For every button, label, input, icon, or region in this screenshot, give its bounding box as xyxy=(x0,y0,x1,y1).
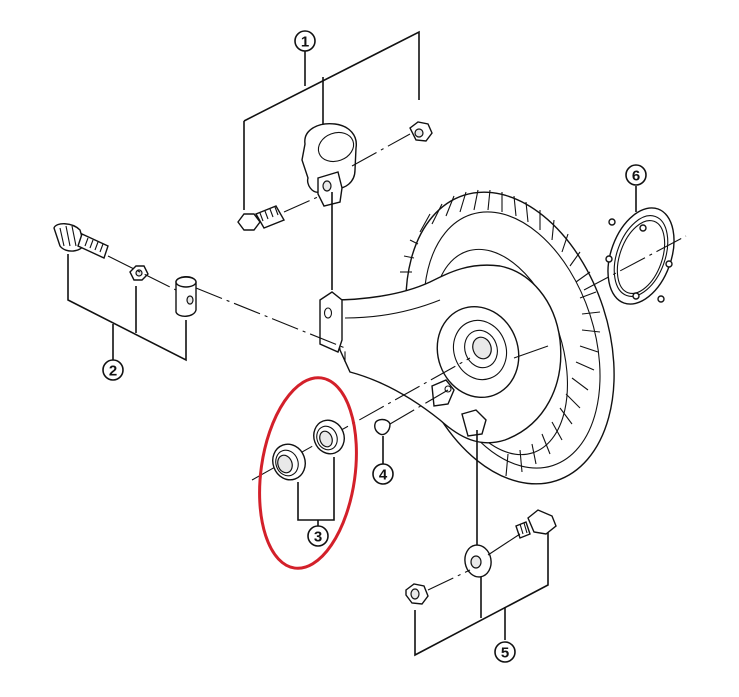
svg-text:6: 6 xyxy=(632,168,640,185)
callout-4[interactable]: 4 xyxy=(372,463,394,485)
seal-ring-left xyxy=(272,443,306,481)
svg-text:2: 2 xyxy=(109,363,117,380)
callout-2[interactable]: 2 xyxy=(102,359,124,381)
washer xyxy=(464,544,492,578)
cap xyxy=(374,418,391,436)
cable-adjusting-bolt xyxy=(53,223,109,259)
brake-body xyxy=(319,189,615,485)
part-group-1: 1 xyxy=(237,30,433,290)
highlight-ellipse xyxy=(258,376,358,570)
part-group-3: 3 xyxy=(251,357,471,570)
callout-6[interactable]: 6 xyxy=(625,164,647,186)
seal-ring-right xyxy=(313,419,345,455)
cable-fixing-barrel xyxy=(175,276,197,317)
part-group-2: 2 xyxy=(53,223,346,381)
fixing-bolt xyxy=(515,509,557,539)
svg-text:4: 4 xyxy=(379,467,388,484)
callout-5[interactable]: 5 xyxy=(494,641,516,663)
fixing-nut xyxy=(405,583,429,605)
clamp-band xyxy=(301,123,357,207)
lock-nut xyxy=(129,265,149,281)
svg-text:3: 3 xyxy=(314,529,322,546)
callout-3[interactable]: 3 xyxy=(307,525,329,547)
seal-ring-tabbed xyxy=(605,207,675,305)
svg-text:1: 1 xyxy=(301,34,309,51)
callout-1[interactable]: 1 xyxy=(294,30,316,52)
part-group-5: 5 xyxy=(405,430,557,663)
clamp-bolt xyxy=(237,205,286,231)
part-group-4: 4 xyxy=(372,389,449,485)
part-group-6: 6 xyxy=(583,164,687,305)
clamp-nut xyxy=(409,121,433,142)
svg-text:5: 5 xyxy=(501,645,509,662)
